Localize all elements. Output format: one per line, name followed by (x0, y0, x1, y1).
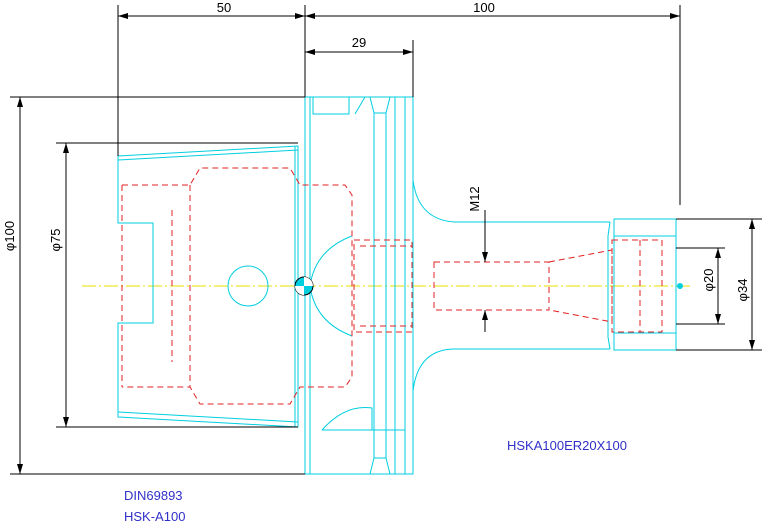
hidden-lines (121, 167, 663, 405)
shank-taper-line (117, 149, 299, 161)
nose-chamfer (607, 221, 611, 350)
standard-label: DIN69893 (124, 488, 183, 503)
cross-hole (227, 265, 269, 307)
collet-nut (613, 218, 677, 351)
collet-taper (548, 249, 613, 323)
neck-upper (412, 179, 610, 223)
nose-center-marker (677, 283, 683, 289)
interface-label: HSK-A100 (124, 509, 185, 523)
dim-dia-outer: φ100 (2, 221, 17, 251)
dim-dia-nose: φ20 (701, 269, 716, 292)
dim-dia-flange: φ75 (48, 229, 63, 252)
thread-hidden (433, 261, 550, 311)
key-slot (312, 97, 350, 115)
dim-dia-nut: φ34 (735, 279, 750, 302)
center-marker (294, 276, 314, 296)
keyway-arc (321, 406, 373, 431)
key-slot-chamfer (354, 96, 366, 115)
dim-thread: M12 (467, 186, 482, 211)
part-number-label: HSKA100ER20X100 (507, 438, 627, 453)
dim-flange: 29 (352, 35, 366, 50)
shank-taper-line (117, 411, 299, 423)
internal-cavity (122, 167, 353, 405)
v-groove-bottom (369, 457, 391, 475)
neck-lower (412, 348, 610, 392)
dim-top-left: 50 (217, 0, 231, 15)
collet-hidden (611, 239, 663, 333)
hsk-shank-outline (117, 145, 299, 428)
dimension-lines (10, 5, 762, 475)
v-groove-top (369, 96, 391, 114)
dim-top-right: 100 (473, 0, 495, 15)
bore-hidden (353, 239, 413, 333)
